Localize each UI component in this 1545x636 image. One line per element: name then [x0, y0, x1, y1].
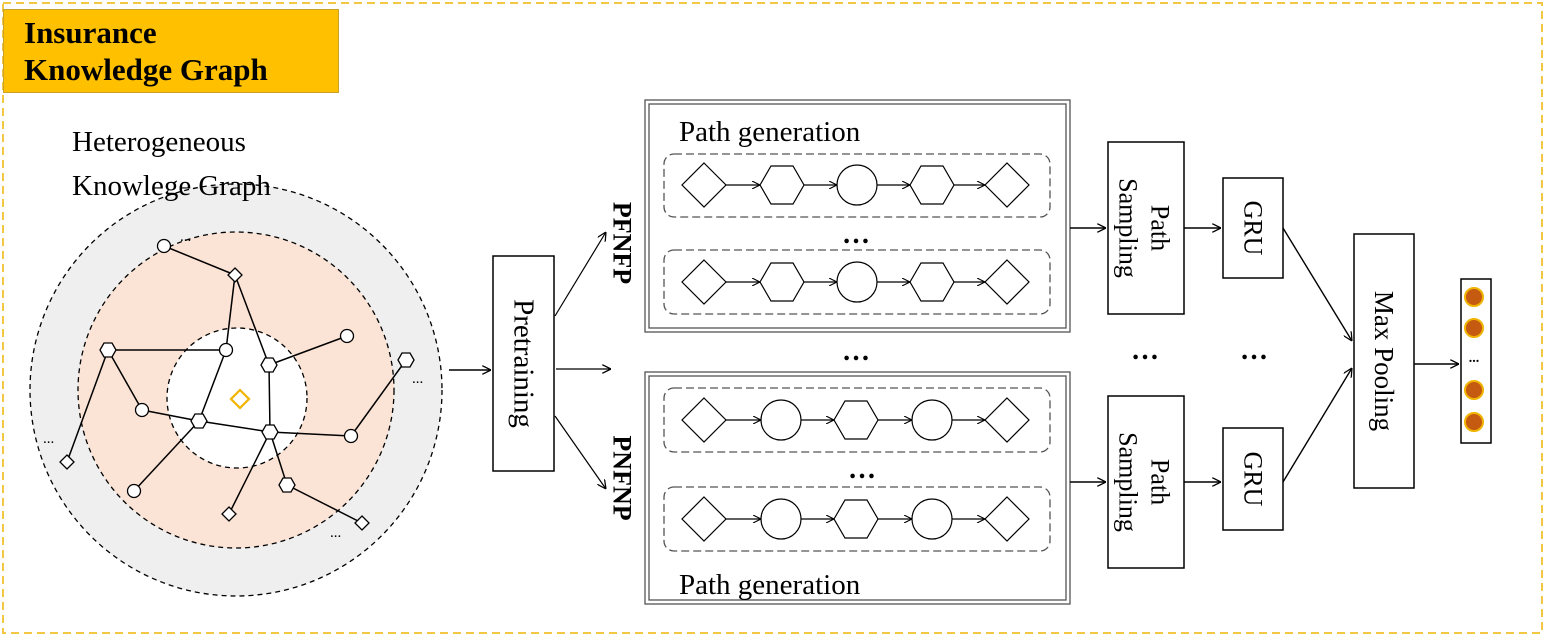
path-generation-title: Path generation — [679, 569, 861, 601]
title-line1: Insurance — [24, 15, 157, 50]
kg-ellipsis: ... — [43, 431, 54, 447]
kg-ellipsis: ... — [330, 525, 341, 541]
kg-center-node-diamond — [229, 388, 251, 410]
path-node-diamond — [984, 162, 1030, 208]
gru-box-bottom — [1222, 427, 1284, 531]
output-ellipsis: ... — [1469, 351, 1480, 366]
arrow-to-pfnfp — [554, 232, 606, 317]
kg-ellipsis: ... — [180, 229, 191, 245]
kg-node-hexagon — [261, 424, 279, 440]
arrow-to-pnfnp — [554, 415, 606, 489]
path-generation-title: Path generation — [679, 116, 861, 148]
path-row — [663, 249, 1051, 315]
kg-node-diamond — [59, 454, 75, 470]
path-generation-panel-top: Path generation … — [644, 99, 1071, 333]
path-node-diamond — [681, 162, 727, 208]
kg-node-circle — [218, 342, 234, 358]
branch-label-bottom: PNFNP — [608, 435, 637, 520]
kg-node-circle — [126, 483, 142, 499]
gru-label: GRU — [1239, 201, 1268, 256]
pretraining-label: Pretraining — [508, 299, 540, 428]
max-pooling-box — [1353, 233, 1415, 489]
kg-label-line1: Heterogeneous — [72, 126, 246, 158]
knowledge-graph: ... ... ... ... Heterogeneous Knowlege G… — [29, 126, 443, 597]
kg-node-diamond — [227, 267, 243, 283]
sampling-ellipsis: … — [1131, 335, 1159, 366]
path-node-diamond — [681, 259, 727, 305]
path-rows-ellipsis: … — [848, 454, 876, 485]
arrow-gru-bottom-to-pooling — [1282, 368, 1352, 483]
path-sampling-label-line1: Path — [1146, 459, 1175, 505]
output-node — [1464, 380, 1484, 400]
pretraining-box — [492, 255, 555, 472]
gru-box-top — [1222, 177, 1284, 279]
path-rows-ellipsis: … — [842, 219, 870, 250]
max-pooling-label: Max Pooling — [1369, 291, 1399, 431]
kg-node-hexagon — [278, 477, 296, 493]
output-node — [1464, 412, 1484, 432]
kg-node-circle — [339, 328, 355, 344]
path-node-diamond — [984, 496, 1030, 542]
path-generation-panel-bottom: … Path generation — [644, 371, 1071, 605]
path-node-circle — [836, 261, 878, 303]
branch-label-top: PFNFP — [608, 202, 637, 284]
gru-label: GRU — [1239, 452, 1268, 507]
path-sampling-label-line2: Sampling — [1114, 432, 1143, 532]
kg-node-hexagon — [99, 342, 117, 358]
kg-node-circle — [156, 238, 172, 254]
output-node — [1464, 287, 1484, 307]
kg-node-hexagon — [397, 352, 415, 368]
path-node-circle — [760, 498, 802, 540]
path-node-diamond — [984, 397, 1030, 443]
output-node — [1464, 318, 1484, 338]
arrow-gru-top-to-pooling — [1282, 227, 1352, 341]
kg-node-circle — [343, 428, 359, 444]
title-badge: Insurance Knowledge Graph — [3, 9, 339, 93]
kg-ellipsis: ... — [412, 371, 423, 387]
path-sampling-label-line2: Sampling — [1114, 178, 1143, 278]
path-sampling-label-line1: Path — [1146, 205, 1175, 251]
path-node-diamond — [681, 397, 727, 443]
path-node-circle — [911, 498, 953, 540]
path-node-diamond — [681, 496, 727, 542]
kg-node-diamond — [221, 506, 237, 522]
panels-ellipsis: … — [842, 336, 870, 367]
path-row — [663, 486, 1051, 552]
path-row — [663, 387, 1051, 453]
kg-node-hexagon — [190, 413, 208, 429]
path-node-circle — [911, 399, 953, 441]
path-node-circle — [836, 164, 878, 206]
kg-node-hexagon — [260, 357, 278, 373]
gru-ellipsis: … — [1240, 335, 1268, 366]
kg-label-line2: Knowlege Graph — [72, 170, 271, 202]
path-row — [663, 153, 1051, 218]
kg-node-circle — [134, 402, 150, 418]
path-node-diamond — [984, 259, 1030, 305]
kg-node-diamond — [354, 515, 370, 531]
title-line2: Knowledge Graph — [24, 52, 268, 87]
path-node-circle — [760, 399, 802, 441]
